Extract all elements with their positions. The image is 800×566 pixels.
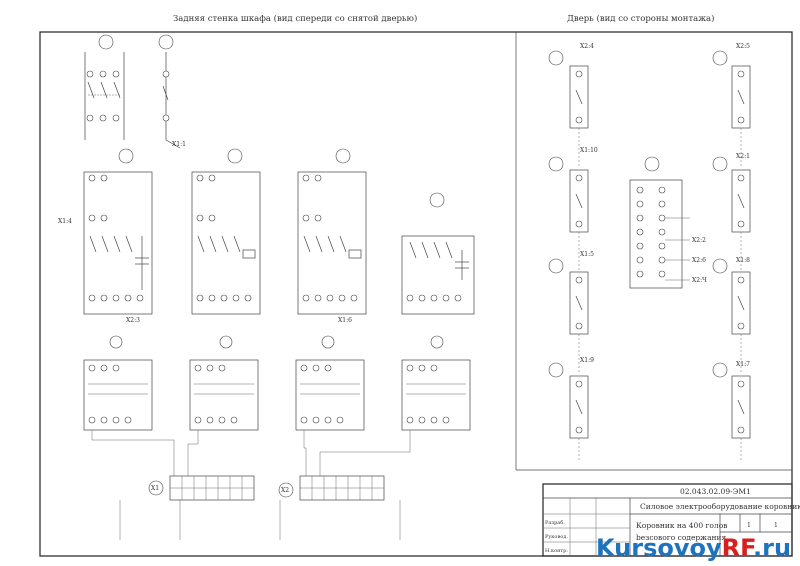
relay-kk1 [83, 335, 153, 431]
svg-text:KursovoyRF.ru: KursovoyRF.ru [596, 534, 791, 562]
title-block-subtitle2: beзсового содержания [636, 533, 727, 542]
door-element-8 [712, 362, 751, 462]
contactor-km3 [297, 148, 367, 315]
door-switch-sa [629, 156, 690, 289]
title-block-sheets: 1 [774, 522, 778, 529]
label-x1-9: X1:9 [580, 357, 594, 364]
contactor-km4 [401, 192, 475, 315]
relay-kk3 [295, 335, 365, 431]
watermark-part1: Kursovoy [596, 534, 722, 562]
door-element-6 [712, 156, 751, 270]
door-element-5 [712, 50, 751, 166]
watermark-logo: KursovoyRF.ru [596, 534, 791, 562]
door-element-3 [548, 258, 589, 372]
fuse-fu [158, 34, 181, 149]
label-x1-6: X1:6 [338, 317, 352, 324]
door-element-7 [712, 258, 751, 372]
label-x1-5: X1:5 [580, 251, 594, 258]
relay-kk2 [189, 335, 259, 431]
door-element-2 [548, 156, 589, 270]
label-x2-5: X2:5 [736, 43, 750, 50]
title-block-title: Силовое электрооборудование коровника [640, 502, 800, 511]
terminal-block-x1 [148, 475, 255, 501]
title-block-role-control: Н.контр. [545, 548, 568, 554]
terminal-block-x1-label: X1 [151, 485, 159, 492]
title-block-code: 02.043.02.09-ЭМ1 [680, 487, 751, 496]
label-x2-ch: X2:Ч [692, 277, 707, 284]
wiring [91, 430, 411, 540]
door-title: Дверь (вид со стороны монтажа) [567, 13, 714, 24]
breaker-qf-main [84, 34, 125, 140]
watermark-part2: RF [722, 534, 755, 562]
label-x2-2: X2:2 [692, 237, 706, 244]
door-element-4 [548, 362, 589, 462]
title-block [542, 483, 793, 557]
title-block-role-check: Руковод. [545, 534, 568, 540]
contactor-km1 [83, 148, 153, 315]
label-x2-3: X2:3 [126, 317, 140, 324]
contactor-km2 [191, 148, 261, 315]
terminal-x1-1: X1:1 [172, 141, 186, 148]
relay-kk4 [401, 335, 471, 431]
title-block-sheet-no: 1 [747, 522, 751, 529]
door-element-1 [548, 50, 589, 166]
sheet-frame [39, 31, 793, 557]
label-x1-7: X1:7 [736, 361, 750, 368]
title-block-role-dev: Разраб. [545, 519, 565, 526]
label-x1-10: X1:10 [580, 147, 598, 154]
terminal-block-x2 [278, 475, 385, 501]
label-x2-6: X2:6 [692, 257, 706, 264]
label-x2-1: X2:1 [736, 153, 750, 160]
label-x1-4: X1:4 [58, 218, 72, 225]
title-block-subtitle: Коровник на 400 голов [636, 521, 727, 530]
terminal-block-x2-label: X2 [281, 487, 289, 494]
back-wall-title: Задняя стенка шкафа (вид спереди со снят… [173, 13, 417, 24]
watermark-part3: .ru [753, 534, 791, 562]
label-x2-4: X2:4 [580, 43, 594, 50]
label-x1-8: X1:8 [736, 257, 750, 264]
